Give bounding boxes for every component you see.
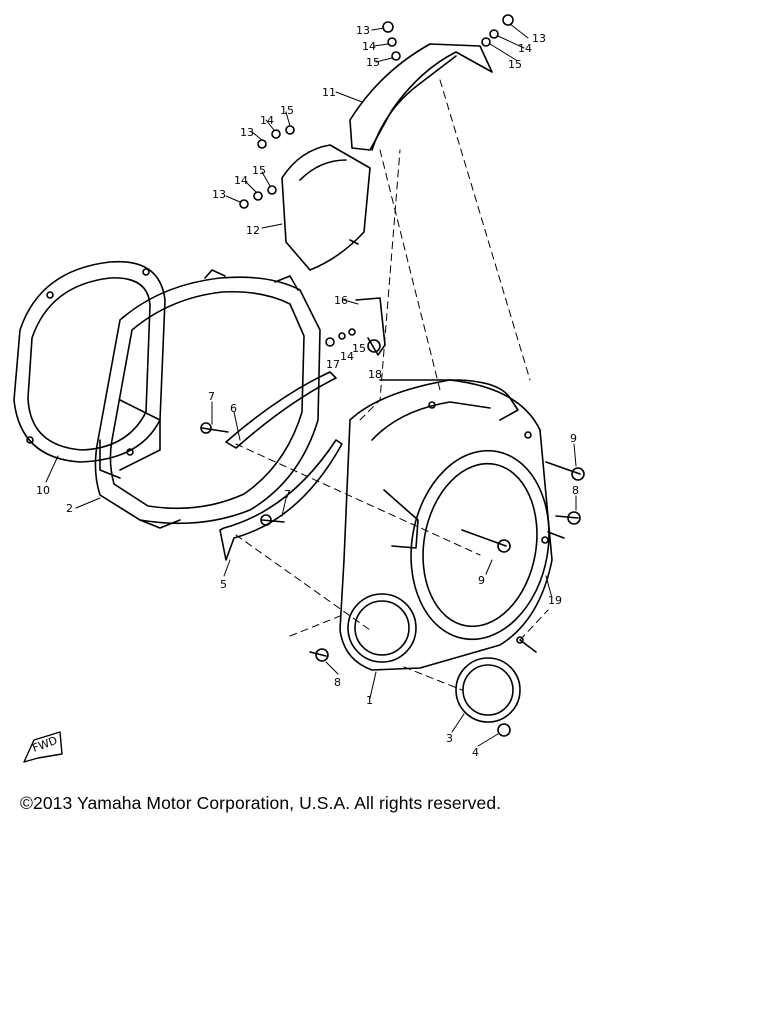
callout-7: 7 xyxy=(284,488,291,501)
callout-7: 7 xyxy=(208,390,215,403)
callout-14: 14 xyxy=(234,174,248,187)
callout-13: 13 xyxy=(212,188,226,201)
part-3-ring-cover xyxy=(455,657,521,723)
callout-4: 4 xyxy=(472,746,479,759)
callout-15: 15 xyxy=(280,104,294,117)
callout-13: 13 xyxy=(356,24,370,37)
callout-15: 15 xyxy=(352,342,366,355)
callout-14: 14 xyxy=(340,350,354,363)
callout-8: 8 xyxy=(572,484,579,497)
part-5-band xyxy=(219,439,343,561)
part-10-gasket xyxy=(13,260,166,463)
callout-3: 3 xyxy=(446,732,453,745)
callout-15: 15 xyxy=(252,164,266,177)
callout-1: 1 xyxy=(366,694,373,707)
callout-16: 16 xyxy=(334,294,348,307)
callout-2: 2 xyxy=(66,502,73,515)
callout-9: 9 xyxy=(478,574,485,587)
fwd-label: FWD xyxy=(31,734,60,755)
fwd-arrow-icon: FWD xyxy=(23,731,63,763)
bolts xyxy=(200,297,585,737)
fasteners-top xyxy=(239,14,514,209)
part-12-side-cover xyxy=(281,144,371,271)
callout-14: 14 xyxy=(518,42,532,55)
callout-9: 9 xyxy=(570,432,577,445)
part-6-band xyxy=(225,371,337,449)
callout-6: 6 xyxy=(230,402,237,415)
callout-15: 15 xyxy=(508,58,522,71)
callout-13: 13 xyxy=(240,126,254,139)
callout-19: 19 xyxy=(548,594,562,607)
callout-17: 17 xyxy=(326,358,340,371)
callout-10: 10 xyxy=(36,484,50,497)
callout-11: 11 xyxy=(322,86,336,99)
assembly-lines xyxy=(235,79,549,691)
exploded-parts-diagram: FWD 13 14 15 13 14 15 11 15 14 13 15 14 … xyxy=(13,14,585,763)
part-1-main-cover xyxy=(339,379,553,671)
callout-8: 8 xyxy=(334,676,341,689)
callout-15: 15 xyxy=(366,56,380,69)
callout-14: 14 xyxy=(362,40,376,53)
callout-12: 12 xyxy=(246,224,260,237)
copyright-notice: ©2013 Yamaha Motor Corporation, U.S.A. A… xyxy=(20,793,502,813)
callout-13: 13 xyxy=(532,32,546,45)
callout-labels: 13 14 15 13 14 15 11 15 14 13 15 14 13 1… xyxy=(36,24,579,759)
callout-5: 5 xyxy=(220,578,227,591)
leader-lines xyxy=(45,23,577,747)
callout-14: 14 xyxy=(260,114,274,127)
callout-18: 18 xyxy=(368,368,382,381)
part-11-top-cover xyxy=(349,43,493,151)
part-2-fan-shroud xyxy=(94,269,321,529)
